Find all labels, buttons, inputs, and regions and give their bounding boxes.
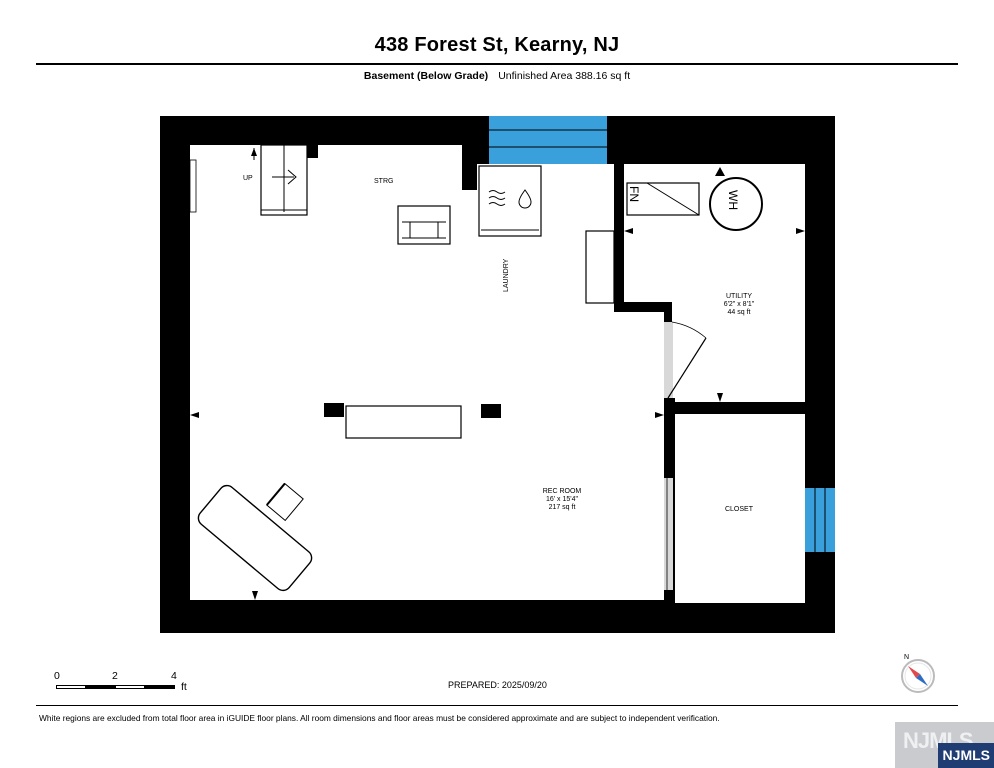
washer-dryer bbox=[478, 165, 542, 237]
laundry-label: LAUNDRY bbox=[503, 258, 510, 292]
compass-icon: N bbox=[901, 654, 935, 693]
floor-subtitle: Basement (Below Grade) Unfinished Area 38… bbox=[0, 70, 994, 82]
disclaimer: White regions are excluded from total fl… bbox=[39, 713, 720, 723]
logo-badge: NJMLS bbox=[937, 743, 994, 768]
furnace bbox=[626, 182, 700, 216]
closet-label: CLOSET bbox=[725, 506, 754, 513]
stairs-label: UP bbox=[243, 175, 253, 182]
scale-unit: ft bbox=[181, 681, 187, 693]
chair-left bbox=[324, 403, 344, 417]
prepared-date: PREPARED: 2025/09/20 bbox=[448, 680, 547, 690]
window-right bbox=[805, 488, 835, 552]
njmls-logo: NJMLS NJMLS bbox=[895, 722, 994, 768]
rec-room-area: 217 sq ft bbox=[549, 504, 576, 511]
rec-room-name: REC ROOM bbox=[543, 488, 582, 495]
utility-room bbox=[624, 164, 805, 402]
compass-north: N bbox=[904, 654, 909, 661]
desk bbox=[197, 484, 313, 592]
cabinet bbox=[585, 230, 615, 304]
scale-tick-0: 0 bbox=[54, 670, 60, 682]
furnace-label: FN bbox=[627, 186, 641, 202]
desk-chair bbox=[266, 482, 304, 522]
footer-divider bbox=[36, 705, 958, 706]
water-heater-label: WH bbox=[726, 190, 740, 210]
storage-label: STRG bbox=[374, 178, 393, 185]
chair-right bbox=[481, 404, 501, 418]
scale-bar: 0 2 4 ft bbox=[52, 670, 192, 696]
water-heater bbox=[709, 177, 763, 231]
closet-room bbox=[675, 414, 805, 603]
page-title: 438 Forest St, Kearny, NJ bbox=[374, 34, 620, 56]
floor-area: Unfinished Area 388.16 sq ft bbox=[498, 70, 631, 82]
scale-tick-2: 2 bbox=[112, 670, 118, 682]
utility-dims: 6'2" x 8'1" bbox=[724, 301, 755, 308]
window-top bbox=[489, 116, 607, 164]
utility-name: UTILITY bbox=[726, 293, 752, 300]
rec-room-dims: 16' x 15'4" bbox=[546, 496, 579, 503]
scale-tick-4: 4 bbox=[171, 670, 177, 682]
utility-area: 44 sq ft bbox=[728, 309, 751, 316]
floor-level: Basement (Below Grade) bbox=[363, 70, 489, 82]
header-divider bbox=[36, 63, 958, 65]
dining-table bbox=[345, 405, 462, 439]
